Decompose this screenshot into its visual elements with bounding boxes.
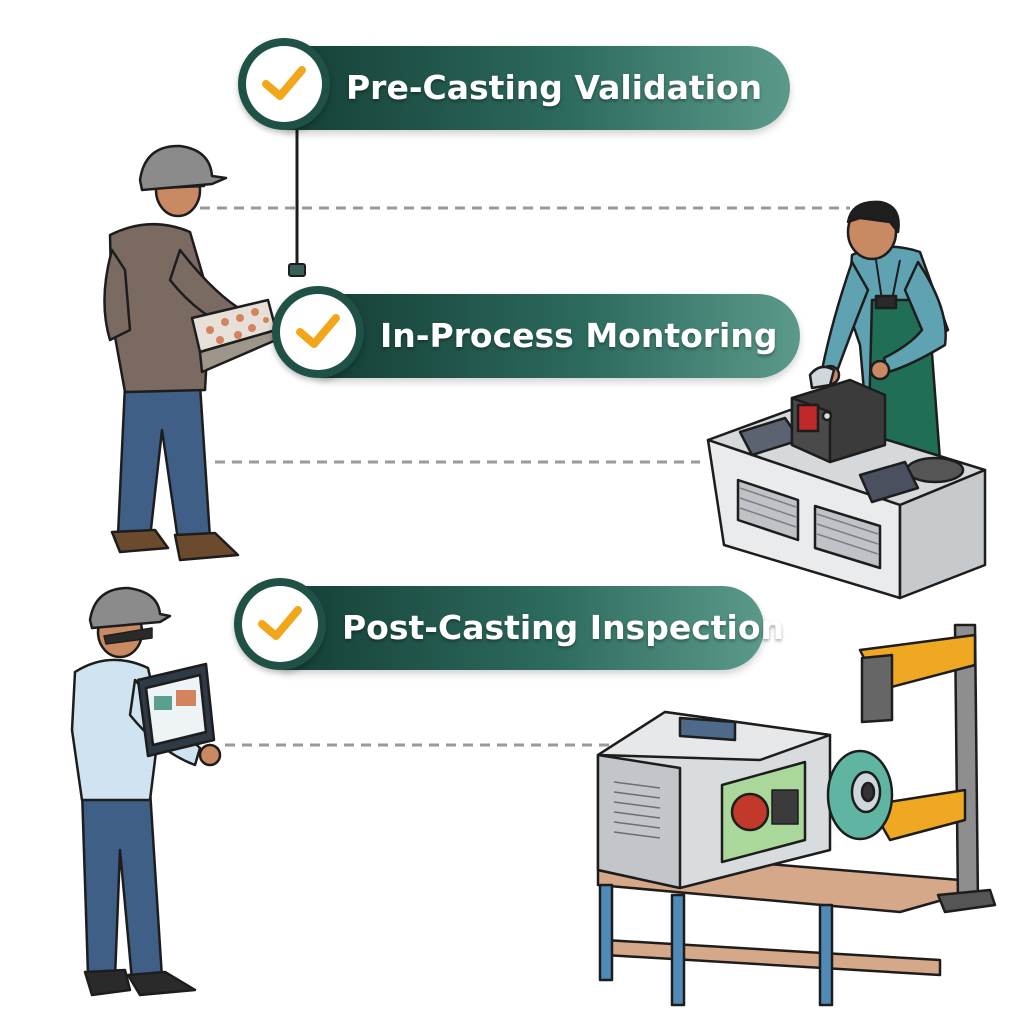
connector-clip — [288, 263, 306, 277]
stage-label: In-Process Montoring — [380, 316, 778, 355]
inspection-machine — [596, 623, 997, 1007]
check-badge — [234, 578, 326, 670]
banner-bar — [282, 586, 764, 670]
stage-banner-in-process: In-Process Montoring — [272, 286, 800, 378]
stage-banner-post-casting: Post-Casting Inspection — [234, 578, 784, 670]
check-icon — [258, 606, 302, 640]
check-badge-inner — [242, 586, 318, 662]
stage-label: Pre-Casting Validation — [346, 68, 763, 107]
check-badge — [238, 38, 330, 130]
banner-bar — [320, 294, 800, 378]
worker-post-casting — [70, 586, 222, 997]
check-badge — [272, 286, 364, 378]
banner-bar — [286, 46, 790, 130]
check-badge-inner — [246, 46, 322, 122]
monitoring-machine — [706, 365, 987, 600]
stage-label: Post-Casting Inspection — [342, 608, 785, 647]
check-badge-inner — [280, 294, 356, 370]
dashed-connectors — [200, 206, 850, 747]
stage-banner-pre-casting: Pre-Casting Validation — [238, 38, 790, 130]
check-icon — [296, 314, 340, 348]
worker-pre-casting — [103, 144, 278, 562]
check-icon — [262, 66, 306, 100]
